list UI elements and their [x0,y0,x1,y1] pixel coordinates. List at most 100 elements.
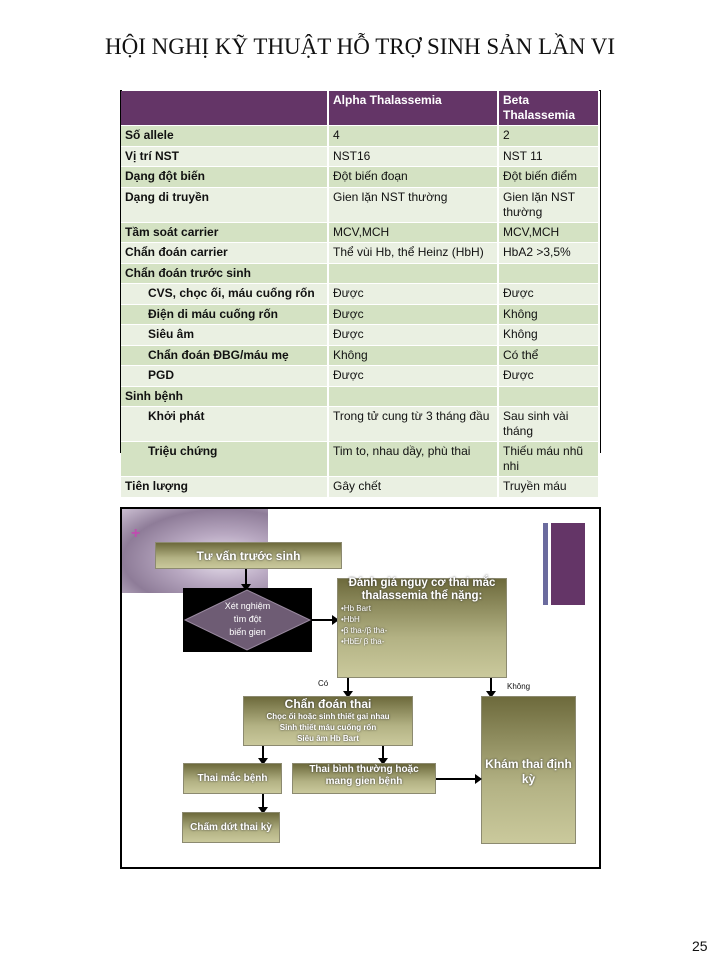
row-label: Tầm soát carrier [121,222,329,243]
alpha-cell: Tim to, nhau dầy, phù thai [328,441,499,477]
checkup-box: Khám thai định kỳ [481,696,576,844]
header-cell: Beta Thalassemia [498,91,600,126]
row-label: Dạng đột biến [121,166,329,188]
terminate-label: Chấm dứt thai kỳ [190,822,272,833]
alpha-cell [328,263,499,284]
alpha-cell: Được [328,283,499,305]
beta-cell: 2 [498,125,600,147]
alpha-cell: Đột biến đoạn [328,166,499,188]
diagnosis-line: Siêu âm Hb Bart [297,734,359,743]
row-label: Khởi phát [121,406,329,442]
row-label: Chẩn đoán carrier [121,242,329,264]
row-label: Số allele [121,125,329,147]
counsel-box: Tư vấn trước sinh [155,542,342,569]
row-label: Chẩn đoán trước sinh [121,263,329,284]
test-line: biến gien [229,627,266,637]
alpha-cell: Được [328,324,499,346]
arrow [241,569,251,591]
row-label: Tiên lượng [121,476,329,498]
alpha-cell [328,386,499,407]
counsel-label: Tư vấn trước sinh [196,549,301,563]
alpha-cell: 4 [328,125,499,147]
row-label: Triệu chứng [121,441,329,477]
alpha-cell: Gây chết [328,476,499,498]
risk-box: Đánh giá nguy cơ thai mắc thalassemia th… [337,577,507,678]
affected-box: Thai mắc bệnh [183,763,282,794]
yes-label: Có [318,679,329,688]
diagnosis-title: Chẩn đoán thai [284,697,372,711]
risk-list: •Hb Bart •HbH •β tha-/β tha- •HbE/ β tha… [338,603,506,647]
page-number: 25 [692,938,708,954]
row-label: PGD [121,365,329,387]
accent-bar-thin [543,523,548,605]
comparison-table: Alpha Thalassemia Beta Thalassemia Số al… [121,91,600,498]
risk-item: •HbH [341,615,360,624]
row-label: Dạng di truyền [121,187,329,223]
alpha-cell: Gien lặn NST thường [328,187,499,223]
beta-cell: Có thể [498,345,600,366]
beta-cell: HbA2 >3,5% [498,242,600,264]
diagnosis-line: Chọc ối hoặc sinh thiết gai nhau [266,712,390,721]
arrow [486,678,496,698]
table-row: Chẩn đoán trước sinh [121,263,600,284]
arrow [258,746,268,765]
diagnosis-line: Sinh thiết máu cuống rốn [279,723,377,732]
alpha-cell: Thể vùi Hb, thể Heinz (HbH) [328,242,499,264]
affected-label: Thai mắc bệnh [197,773,268,784]
beta-cell [498,263,600,284]
terminate-box: Chấm dứt thai kỳ [182,812,280,843]
row-label: Vị trí NST [121,146,329,167]
header-cell: Alpha Thalassemia [328,91,499,126]
alpha-cell: Không [328,345,499,366]
arrow [258,794,268,814]
beta-cell: Không [498,304,600,325]
beta-cell: Được [498,283,600,305]
checkup-label: Khám thai định kỳ [485,757,572,786]
risk-title: Đánh giá nguy cơ thai mắc thalassemia th… [348,577,496,602]
alpha-cell: NST16 [328,146,499,167]
test-box: Xét nghiệm tìm đột biến gien [183,588,312,652]
row-label: Điện di máu cuống rốn [121,304,329,325]
test-label: Xét nghiệm tìm đột biến gien [183,600,312,639]
beta-cell: Đột biến điểm [498,166,600,188]
arrow [378,746,388,765]
alpha-cell: Được [328,365,499,387]
row-label: CVS, chọc ối, máu cuống rốn [121,283,329,305]
diagnosis-box: Chẩn đoán thai Chọc ối hoặc sinh thiết g… [243,696,413,746]
no-label: Không [507,682,531,691]
beta-cell: NST 11 [498,146,600,167]
alpha-cell: Được [328,304,499,325]
beta-cell: Được [498,365,600,387]
normal-label: Thai bình thường hoặc mang gien bệnh [309,764,419,787]
risk-item: •HbE/ β tha- [341,637,385,646]
test-line: tìm đột [233,614,262,624]
beta-cell: Thiếu máu nhũ nhi [498,441,600,477]
beta-cell: MCV,MCH [498,222,600,243]
flowchart-frame [120,507,601,869]
row-label: Siêu âm [121,324,329,346]
diamond-shape [183,589,312,651]
arrow [312,615,339,625]
table-row: Sinh bệnh [121,386,600,407]
plus-icon: + [131,525,141,542]
beta-cell [498,386,600,407]
risk-item: •β tha-/β tha- [341,626,388,635]
alpha-cell: MCV,MCH [328,222,499,243]
beta-cell: Không [498,324,600,346]
header-cell [121,91,329,126]
risk-item: •Hb Bart [341,604,371,613]
beta-cell: Truyền máu [498,476,600,498]
